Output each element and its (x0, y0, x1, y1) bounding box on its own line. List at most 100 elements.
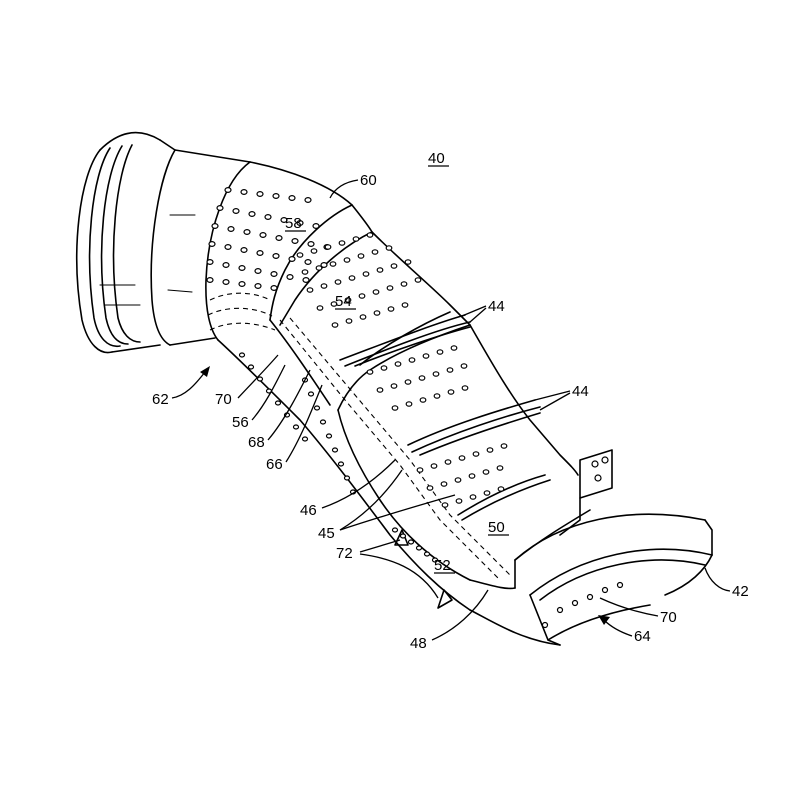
cooling-hole (371, 249, 379, 255)
cooling-hole (256, 191, 264, 198)
cooling-hole (444, 459, 452, 465)
label-60: 60 (360, 172, 377, 189)
cooling-hole (387, 306, 395, 312)
cooling-hole (390, 383, 398, 389)
cooling-hole (288, 195, 296, 202)
hidden-seams (207, 292, 511, 581)
cooling-hole (496, 465, 504, 471)
label-44-upper: 44 (488, 298, 505, 315)
cooling-hole (469, 494, 477, 500)
cooling-hole (486, 447, 494, 453)
cooling-hole (301, 269, 309, 275)
cooling-hole (458, 455, 466, 461)
label-54: 54 (335, 293, 352, 310)
cooling-hole (472, 451, 480, 457)
cooling-hole (227, 226, 235, 233)
label-52: 52 (434, 557, 451, 574)
cooling-hole (334, 279, 342, 285)
cooling-hole (211, 223, 219, 230)
cooling-hole (454, 477, 462, 483)
cooling-hole (401, 302, 409, 308)
cooling-hole (288, 256, 296, 263)
cooling-hole (376, 267, 384, 273)
label-58: 58 (285, 215, 302, 232)
cooling-hole (423, 551, 431, 557)
cooling-hole (254, 283, 262, 290)
cooling-hole (391, 405, 399, 411)
cooling-hole (399, 533, 407, 539)
cooling-hole (330, 301, 338, 307)
cooling-hole (240, 247, 248, 254)
cooling-hole (366, 232, 374, 238)
cooling-hole (331, 447, 339, 453)
cooling-hole (405, 401, 413, 407)
cooling-hole (307, 391, 315, 397)
cooling-hole (301, 436, 309, 442)
cooling-hole (232, 208, 240, 215)
cooling-hole (483, 490, 491, 496)
cooling-hole (259, 232, 267, 239)
cooling-hole (310, 248, 318, 254)
cooling-hole (337, 461, 345, 467)
cooling-hole (254, 268, 262, 275)
cooling-hole (468, 473, 476, 479)
cooling-hole (358, 293, 366, 299)
cooling-hole (320, 283, 328, 289)
cooling-hole (307, 241, 315, 248)
cooling-hole (280, 217, 288, 224)
cooling-hole (247, 364, 255, 370)
cooling-hole (238, 281, 246, 288)
cooling-hole (419, 397, 427, 403)
cooling-hole (446, 367, 454, 373)
label-42: 42 (732, 583, 749, 600)
cooling-hole (426, 485, 434, 491)
cooling-hole (275, 235, 283, 242)
cooling-hole (208, 241, 216, 248)
cooling-hole (455, 498, 463, 504)
label-44-lower: 44 (572, 383, 589, 400)
label-70-left: 70 (215, 391, 232, 408)
cooling-hole (390, 263, 398, 269)
label-72: 72 (336, 545, 353, 562)
cooling-hole (206, 277, 214, 284)
cooling-hole (441, 502, 449, 508)
cooling-hole (325, 433, 333, 439)
cooling-hole (359, 314, 367, 320)
cooling-hole (357, 253, 365, 259)
cooling-hole (345, 318, 353, 324)
cooling-hole (270, 285, 278, 292)
cooling-hole (312, 223, 320, 230)
label-40: 40 (428, 150, 445, 167)
cooling-hole (404, 379, 412, 385)
cooling-hole (306, 287, 314, 293)
cooling-hole (380, 365, 388, 371)
cooling-hole (407, 539, 415, 545)
cooling-hole (500, 443, 508, 449)
cooling-hole (432, 371, 440, 377)
cooling-hole (222, 262, 230, 269)
cooling-hole (238, 352, 246, 358)
inlet-flange (76, 131, 176, 354)
cooling-hole (362, 271, 370, 277)
cooling-hole (324, 244, 332, 250)
cooling-hole (243, 229, 251, 236)
cooling-hole (316, 305, 324, 311)
cooling-hole (416, 467, 424, 473)
cooling-hole (272, 193, 280, 200)
cooling-hole (224, 187, 232, 194)
cooling-hole (385, 245, 393, 251)
cooling-hole (436, 349, 444, 355)
cooling-hole (352, 236, 360, 242)
cooling-hole (320, 262, 328, 269)
cooling-hole (248, 211, 256, 218)
cooling-hole (404, 259, 412, 265)
cooling-hole (272, 253, 280, 260)
cooling-hole (304, 197, 312, 204)
label-66: 66 (266, 456, 283, 473)
cooling-hole (414, 277, 422, 283)
cooling-hole (331, 322, 339, 328)
cooling-hole (224, 244, 232, 251)
label-46: 46 (300, 502, 317, 519)
cooling-hole (394, 361, 402, 367)
